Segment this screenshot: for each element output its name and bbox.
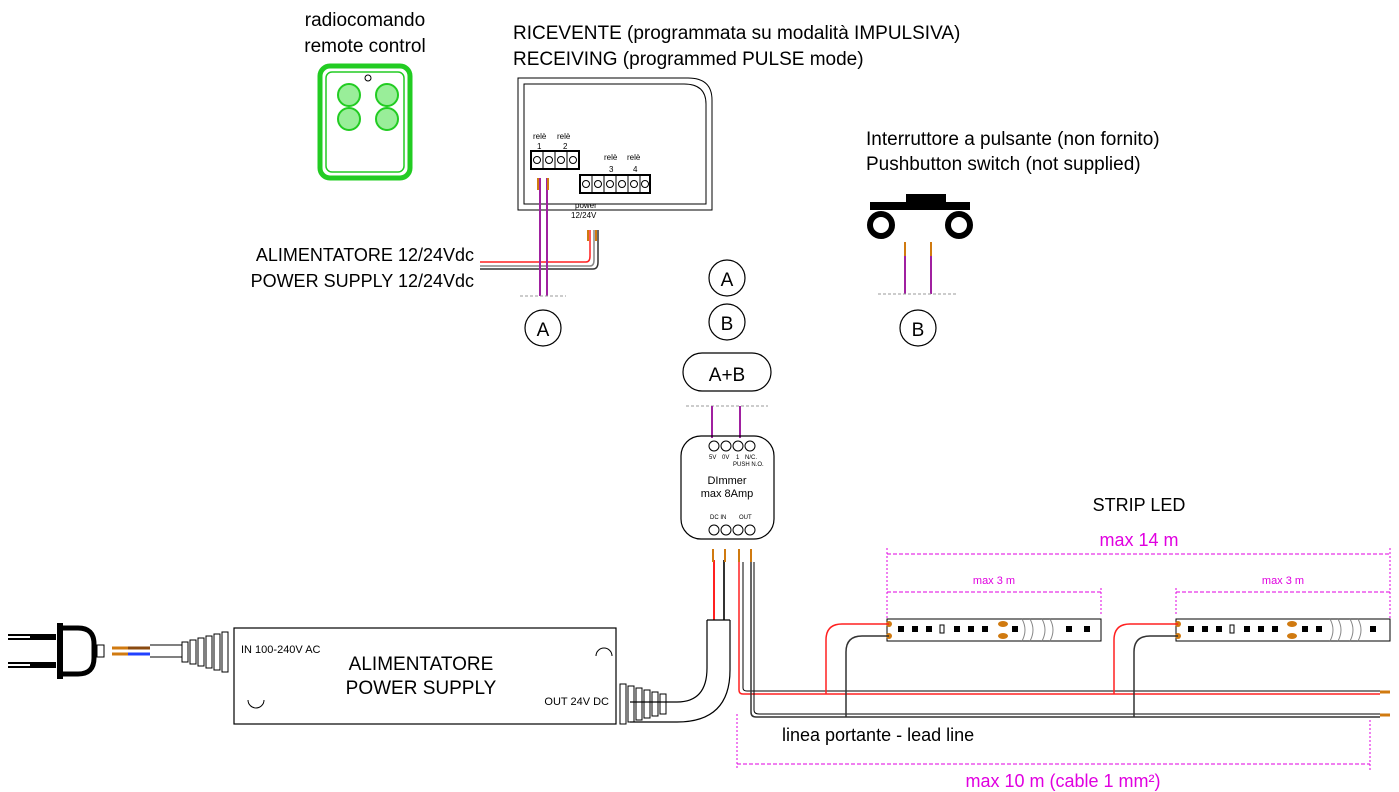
power-input-label-en: POWER SUPPLY 12/24Vdc	[251, 271, 474, 291]
marker-a-receiver: A	[537, 320, 550, 341]
strip-max-total: max 14 m	[1099, 530, 1178, 550]
marker-a-center: A	[721, 270, 734, 291]
lead-max-length: max 10 m (cable 1 mm²)	[965, 771, 1160, 791]
dimmer-pin-nc: N/C.	[745, 455, 757, 461]
remote-button-4	[375, 107, 399, 131]
marker-ab: A+B	[709, 365, 745, 386]
relay-number-1: 1	[537, 142, 542, 151]
pushbutton-switch-icon	[867, 194, 973, 295]
dimmer-box	[680, 435, 775, 540]
marker-b-switch-circle	[899, 309, 937, 347]
marker-b-center: B	[721, 314, 734, 335]
dimension-max-total	[886, 548, 1391, 620]
power-label: power	[575, 201, 597, 210]
dimension-segment-1	[887, 588, 1102, 616]
plug-icon	[8, 623, 182, 679]
marker-b-center-circle	[708, 303, 746, 341]
receiver-wires	[480, 178, 599, 297]
dimmer-pin-5v: 5V	[709, 455, 716, 461]
receiver-title-en: RECEIVING (programmed PULSE mode)	[513, 49, 864, 70]
relay-label-2: relè	[557, 132, 571, 141]
psu-input-label: IN 100-240V AC	[241, 644, 321, 656]
relay-label-4: relè	[627, 153, 641, 162]
power-voltage: 12/24V	[571, 211, 597, 220]
remote-control	[317, 63, 413, 181]
remote-label-it: radiocomando	[305, 10, 425, 31]
receiver-box	[517, 77, 713, 211]
dimension-lead	[736, 714, 1371, 770]
relay-number-3: 3	[609, 165, 614, 174]
relay-number-2: 2	[563, 142, 568, 151]
marker-a-center-circle	[708, 259, 746, 297]
remote-button-3	[337, 107, 361, 131]
relay-number-4: 4	[633, 165, 638, 174]
lead-line-label: linea portante - lead line	[782, 725, 974, 745]
relay-label-1: relè	[533, 132, 547, 141]
dimmer-dc-in: DC IN	[710, 515, 726, 521]
receiver-title-it: RICEVENTE (programmata su modalità IMPUL…	[513, 23, 960, 44]
marker-ab-frame	[682, 352, 772, 392]
led-strip-1	[825, 618, 1102, 717]
strip-title: STRIP LED	[1093, 495, 1186, 515]
power-supply-box	[181, 627, 667, 725]
psu-output-label: OUT 24V DC	[544, 696, 609, 708]
power-input-label-it: ALIMENTATORE 12/24Vdc	[256, 245, 474, 265]
relay-label-3: relè	[604, 153, 618, 162]
marker-a-receiver-circle	[524, 309, 562, 347]
psu-label-en: POWER SUPPLY	[346, 678, 497, 699]
dimmer-pin-0v: 0V	[722, 455, 729, 461]
strip-max-segment-1: max 3 m	[973, 575, 1015, 587]
psu-label-it: ALIMENTATORE	[349, 654, 494, 675]
dimmer-subtitle: max 8Amp	[701, 488, 754, 500]
dimension-segment-2	[1175, 588, 1390, 616]
remote-button-2	[375, 83, 399, 107]
dimmer-wires	[630, 549, 1390, 723]
switch-label-it: Interruttore a pulsante (non fornito)	[866, 129, 1160, 150]
remote-button-1	[337, 83, 361, 107]
remote-label-en: remote control	[304, 36, 425, 57]
strip-max-segment-2: max 3 m	[1262, 575, 1304, 587]
marker-b-switch: B	[912, 320, 925, 341]
led-strip-2	[1113, 618, 1391, 717]
dimmer-title: DImmer	[707, 475, 746, 487]
dimmer-out: OUT	[739, 515, 752, 521]
switch-label-en: Pushbutton switch (not supplied)	[866, 154, 1141, 175]
dimmer-push-label: PUSH N.O.	[733, 462, 764, 468]
dimmer-pin-1: 1	[736, 455, 740, 461]
